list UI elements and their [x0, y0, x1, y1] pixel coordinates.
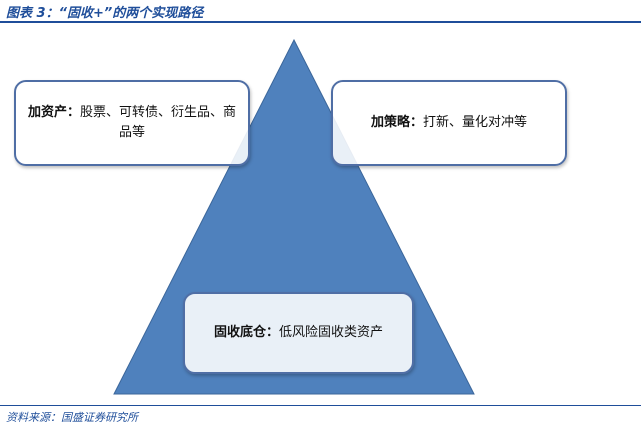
box-add-assets: 加资产：股票、可转债、衍生品、商品等	[14, 80, 250, 166]
box-add-assets-content: 股票、可转债、衍生品、商品等	[80, 105, 237, 140]
top-divider	[0, 21, 641, 23]
box-add-assets-text: 加资产：股票、可转债、衍生品、商品等	[22, 103, 242, 143]
box-fixed-income-base-label: 固收底仓：	[213, 325, 279, 340]
box-add-strategies-label: 加策略：	[370, 115, 423, 130]
source-note: 资料来源：国盛证券研究所	[6, 411, 138, 424]
figure-title: 图表 3：“固收+”的两个实现路径	[6, 6, 204, 21]
bottom-divider	[0, 405, 641, 406]
box-add-strategies: 加策略：打新、量化对冲等	[331, 80, 567, 166]
box-fixed-income-base: 固收底仓：低风险固收类资产	[183, 292, 414, 374]
box-add-strategies-text: 加策略：打新、量化对冲等	[371, 113, 527, 133]
box-fixed-income-base-text: 固收底仓：低风险固收类资产	[214, 323, 383, 343]
box-add-assets-label: 加资产：	[27, 105, 80, 120]
box-fixed-income-base-content: 低风险固收类资产	[279, 325, 384, 340]
box-add-strategies-content: 打新、量化对冲等	[423, 115, 528, 130]
